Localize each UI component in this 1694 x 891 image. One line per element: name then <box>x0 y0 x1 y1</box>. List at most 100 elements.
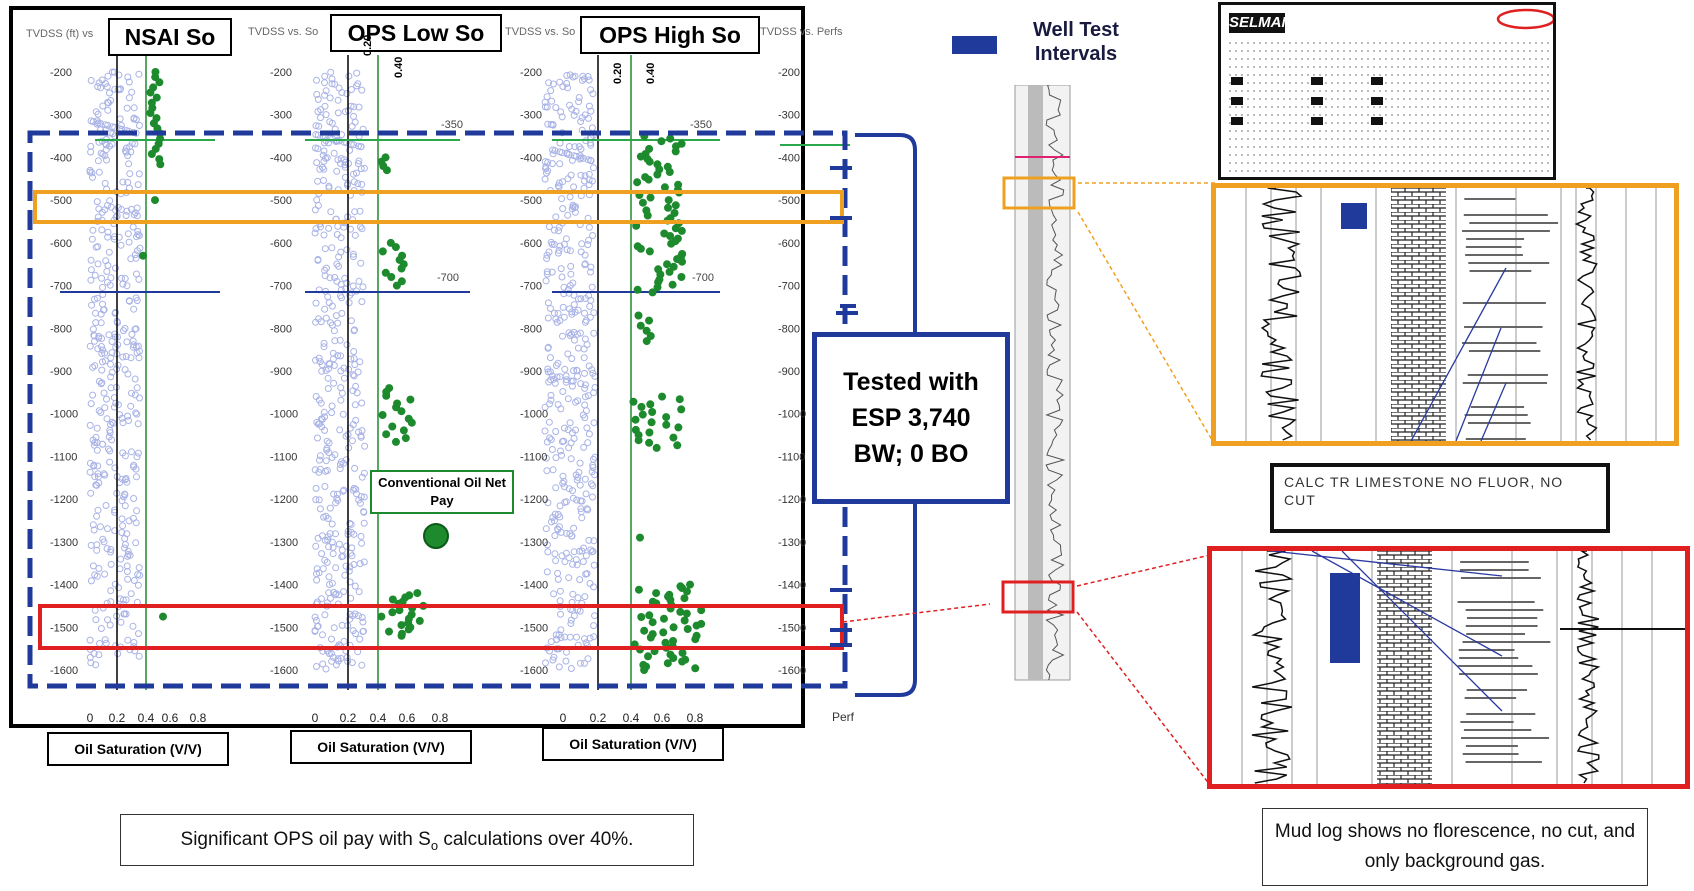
cutoff-label-040-a: 0.40 <box>393 56 405 78</box>
pay-dot-ops-low <box>399 426 408 435</box>
gamma-point <box>108 349 116 357</box>
pay-dot-ops-high <box>645 316 654 325</box>
gamma-point <box>124 636 132 644</box>
gamma-point <box>564 84 572 92</box>
pay-dot-ops-high <box>666 134 675 143</box>
gamma-point <box>577 171 585 179</box>
gamma-point <box>323 467 331 474</box>
gamma-point <box>122 353 130 360</box>
gamma-point <box>565 574 573 582</box>
gamma-point <box>86 421 94 429</box>
gamma-point <box>349 282 357 290</box>
gamma-point <box>320 177 327 184</box>
mud-log-description-line <box>1468 262 1550 264</box>
gamma-point <box>127 402 135 410</box>
pay-dot-ops-high <box>664 196 673 205</box>
gamma-point <box>567 171 575 179</box>
pay-dot-ops-high <box>663 260 672 269</box>
gamma-point <box>343 341 351 349</box>
depth-label-ops-high: -1100 <box>520 451 547 463</box>
gamma-point <box>568 382 576 390</box>
gamma-point <box>315 468 323 476</box>
gamma-point <box>577 248 585 256</box>
gamma-point <box>135 170 143 178</box>
gamma-point <box>104 228 112 236</box>
gamma-point <box>89 391 97 399</box>
gamma-point <box>543 268 551 276</box>
gamma-point <box>111 580 119 588</box>
gamma-point <box>551 550 559 558</box>
mud-log-company: SELMAN <box>1229 13 1293 33</box>
gamma-point <box>581 309 588 317</box>
gamma-point <box>94 462 102 470</box>
gamma-point <box>338 553 346 561</box>
gamma-point <box>590 583 597 591</box>
mud-log-description-line <box>1457 601 1535 603</box>
gamma-point <box>545 378 553 386</box>
gamma-point <box>582 639 590 647</box>
gamma-point <box>580 354 588 362</box>
gamma-point <box>95 168 103 176</box>
gamma-point <box>353 69 361 77</box>
gamma-point <box>86 653 94 661</box>
mud-log-description-line <box>1460 561 1529 563</box>
depth-label-nsai: -700 <box>50 281 72 293</box>
gamma-point <box>550 517 558 525</box>
gamma-point <box>547 121 555 128</box>
gamma-point <box>334 655 342 663</box>
gamma-point <box>349 250 357 258</box>
gamma-point <box>580 443 588 451</box>
gamma-point <box>568 156 576 164</box>
gamma-point <box>313 91 321 98</box>
pay-dot-ops-high <box>677 405 686 414</box>
gamma-point <box>544 120 552 128</box>
gamma-point <box>554 249 562 257</box>
gamma-point <box>564 395 572 403</box>
gamma-point <box>556 502 564 510</box>
mud-log-description-line <box>1463 214 1548 216</box>
gamma-point <box>546 354 554 362</box>
gamma-point <box>91 473 99 481</box>
gamma-point <box>117 241 125 249</box>
gamma-point <box>325 543 333 551</box>
gamma-point <box>354 160 362 168</box>
gamma-point <box>554 575 562 583</box>
x-tick-label: 0.6 <box>162 711 179 725</box>
gamma-point <box>331 337 339 345</box>
gamma-point <box>108 436 116 444</box>
gamma-point <box>559 83 567 90</box>
gamma-point <box>352 630 359 638</box>
gamma-point <box>94 506 102 514</box>
gamma-point <box>552 104 560 112</box>
pay-dot-ops-low <box>391 243 400 252</box>
gamma-point <box>328 657 336 665</box>
mud-log-description-line <box>1465 246 1522 248</box>
pay-dot-ops-high <box>629 397 638 406</box>
pay-dot-ops-low <box>377 612 386 621</box>
gamma-point <box>91 271 99 279</box>
pay-dot-ops-high <box>673 441 682 450</box>
mud-log-description-line <box>1458 649 1515 651</box>
pay-dot-ops-high <box>637 402 646 411</box>
pay-dot-ops-low <box>395 606 404 615</box>
gamma-point <box>565 444 573 452</box>
gamma-point <box>559 332 566 340</box>
pay-dot-ops-high <box>636 244 645 253</box>
depth-label-ops-low: -500 <box>270 195 292 207</box>
gamma-point <box>351 208 359 216</box>
oil-pay-dots <box>139 68 706 674</box>
gamma-point <box>108 338 116 345</box>
gamma-point <box>123 104 131 112</box>
pay-dot-ops-low <box>397 631 406 640</box>
gamma-point <box>343 542 350 550</box>
gamma-point <box>328 635 335 643</box>
pay-dot-ops-low <box>413 589 422 598</box>
gamma-point <box>544 299 552 307</box>
pay-dot-ops-high <box>646 633 655 642</box>
gamma-point <box>135 70 143 78</box>
gamma-point <box>123 530 131 538</box>
gamma-point <box>129 514 137 522</box>
gamma-point <box>581 251 589 259</box>
gamma-point <box>334 109 342 117</box>
